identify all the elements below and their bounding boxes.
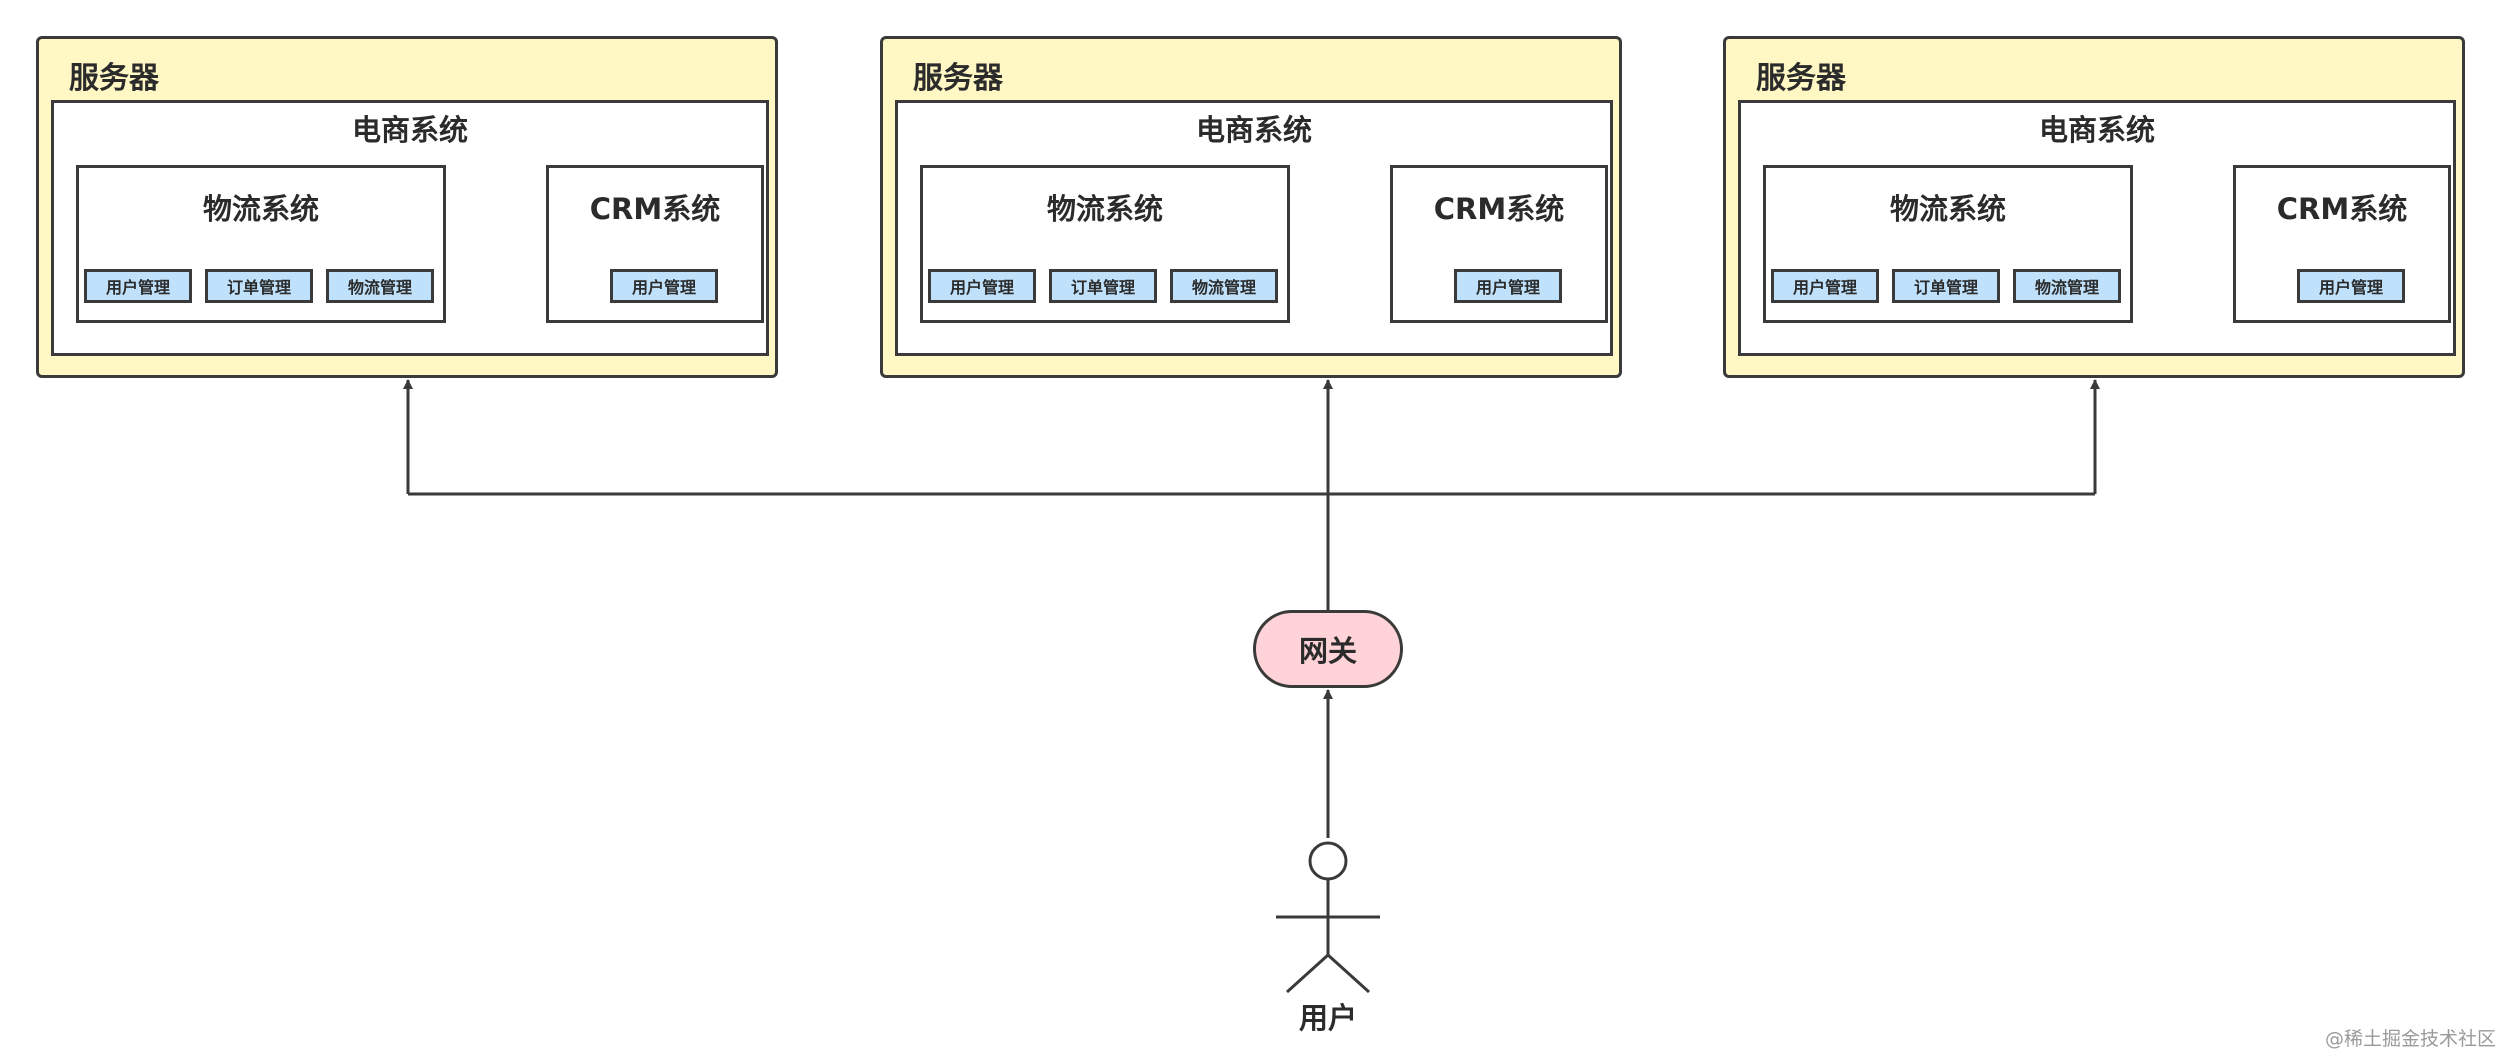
ecommerce-system-box: 电商系统 物流系统 用户管理 订单管理 物流管理 CRM系统 用户管理 [895,100,1613,356]
module-user-management: 用户管理 [1771,269,1879,303]
server-title: 服务器 [69,61,159,96]
logistics-system-box: 物流系统 用户管理 订单管理 物流管理 [920,165,1290,323]
crm-system-title: CRM系统 [1433,192,1565,226]
module-user-management: 用户管理 [84,269,192,303]
logistics-system-box: 物流系统 用户管理 订单管理 物流管理 [76,165,446,323]
crm-system-title: CRM系统 [589,192,721,226]
module-user-management: 用户管理 [1454,269,1562,303]
module-logistics-management: 物流管理 [2013,269,2121,303]
crm-system-title: CRM系统 [2276,192,2408,226]
user-label: 用户 [1298,1001,1357,1035]
crm-system-box: CRM系统 用户管理 [2233,165,2451,323]
logistics-system-title: 物流系统 [1889,192,2006,226]
ecommerce-system-box: 电商系统 物流系统 用户管理 订单管理 物流管理 CRM系统 用户管理 [1738,100,2456,356]
server-title: 服务器 [1756,61,1846,96]
module-user-management: 用户管理 [928,269,1036,303]
module-order-management: 订单管理 [1049,269,1157,303]
logistics-system-box: 物流系统 用户管理 订单管理 物流管理 [1763,165,2133,323]
module-logistics-management: 物流管理 [326,269,434,303]
module-user-management: 用户管理 [2297,269,2405,303]
logistics-system-title: 物流系统 [1046,192,1163,226]
stick-figure-icon [1276,841,1380,994]
module-user-management: 用户管理 [610,269,718,303]
gateway-node: 网关 [1253,610,1403,688]
crm-system-box: CRM系统 用户管理 [546,165,764,323]
module-order-management: 订单管理 [1892,269,2000,303]
ecommerce-system-title: 电商系统 [1195,113,1312,147]
server-box: 服务器 电商系统 物流系统 用户管理 订单管理 物流管理 CRM系统 用户管理 [880,36,1622,378]
module-order-management: 订单管理 [205,269,313,303]
ecommerce-system-title: 电商系统 [351,113,468,147]
watermark: @稀土掘金技术社区 [2324,1028,2496,1050]
server-box: 服务器 电商系统 物流系统 用户管理 订单管理 物流管理 CRM系统 用户管理 [36,36,778,378]
logistics-system-title: 物流系统 [202,192,319,226]
ecommerce-system-box: 电商系统 物流系统 用户管理 订单管理 物流管理 CRM系统 用户管理 [51,100,769,356]
server-title: 服务器 [913,61,1003,96]
module-logistics-management: 物流管理 [1170,269,1278,303]
server-box: 服务器 电商系统 物流系统 用户管理 订单管理 物流管理 CRM系统 用户管理 [1723,36,2465,378]
ecommerce-system-title: 电商系统 [2038,113,2155,147]
crm-system-box: CRM系统 用户管理 [1390,165,1608,323]
